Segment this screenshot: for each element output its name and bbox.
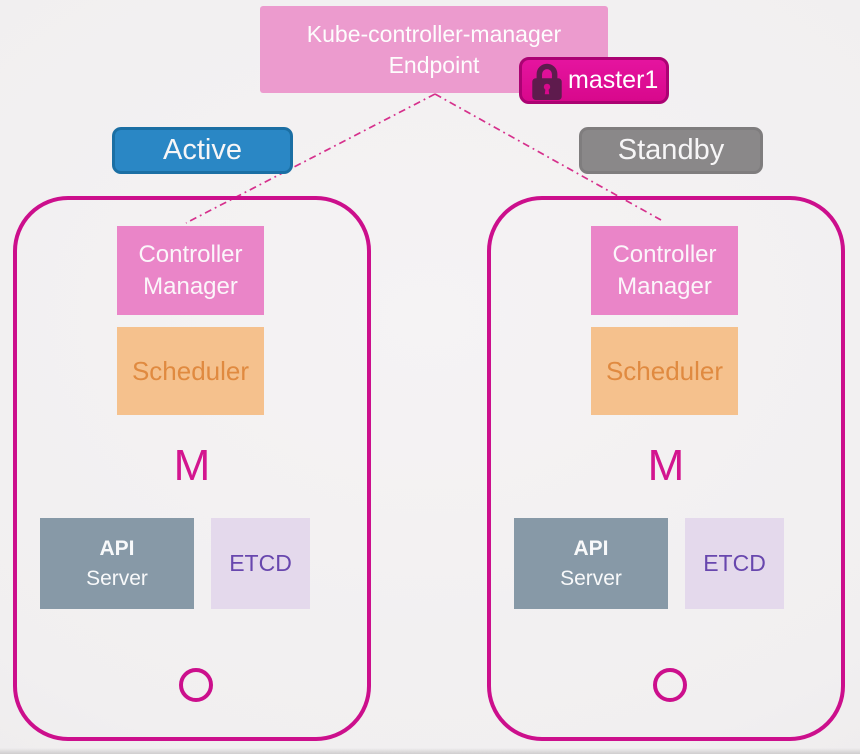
scheduler-box: Scheduler — [591, 327, 738, 415]
etcd-box: ETCD — [685, 518, 784, 609]
api-server-label-line1: API — [573, 537, 609, 561]
lock-icon — [527, 61, 567, 101]
api-server-box: API Server — [40, 518, 194, 609]
master1-label: master1 — [568, 66, 659, 94]
active-badge: Active — [112, 127, 293, 174]
master-letter: M — [173, 441, 211, 490]
connector-to-active-node — [185, 93, 436, 224]
master1-badge: master1 — [519, 57, 669, 104]
standby-badge: Standby — [579, 127, 763, 174]
node-active: Controller Manager Scheduler M API Serve… — [13, 196, 371, 741]
api-server-label-line2: Server — [560, 566, 622, 590]
scheduler-box: Scheduler — [117, 327, 264, 415]
home-button-circle — [179, 668, 213, 702]
master-letter: M — [647, 441, 685, 490]
api-server-box: API Server — [514, 518, 668, 609]
controller-manager-label-line1: Controller — [612, 241, 717, 269]
controller-manager-label-line2: Manager — [617, 272, 712, 300]
endpoint-box: Kube-controller-manager Endpoint — [260, 6, 608, 93]
endpoint-label-line2: Endpoint — [388, 51, 480, 78]
home-button-circle — [653, 668, 687, 702]
controller-manager-box: Controller Manager — [117, 226, 264, 315]
connector-to-standby-node — [434, 93, 662, 221]
controller-manager-label-line2: Manager — [143, 272, 238, 300]
endpoint-label-line1: Kube-controller-manager — [306, 21, 562, 48]
controller-manager-box: Controller Manager — [591, 226, 738, 315]
controller-manager-label-line1: Controller — [138, 241, 243, 269]
bottom-edge-shadow — [0, 748, 860, 754]
api-server-label-line1: API — [99, 537, 135, 561]
api-server-label-line2: Server — [86, 566, 148, 590]
etcd-box: ETCD — [211, 518, 310, 609]
node-standby: Controller Manager Scheduler M API Serve… — [487, 196, 845, 741]
